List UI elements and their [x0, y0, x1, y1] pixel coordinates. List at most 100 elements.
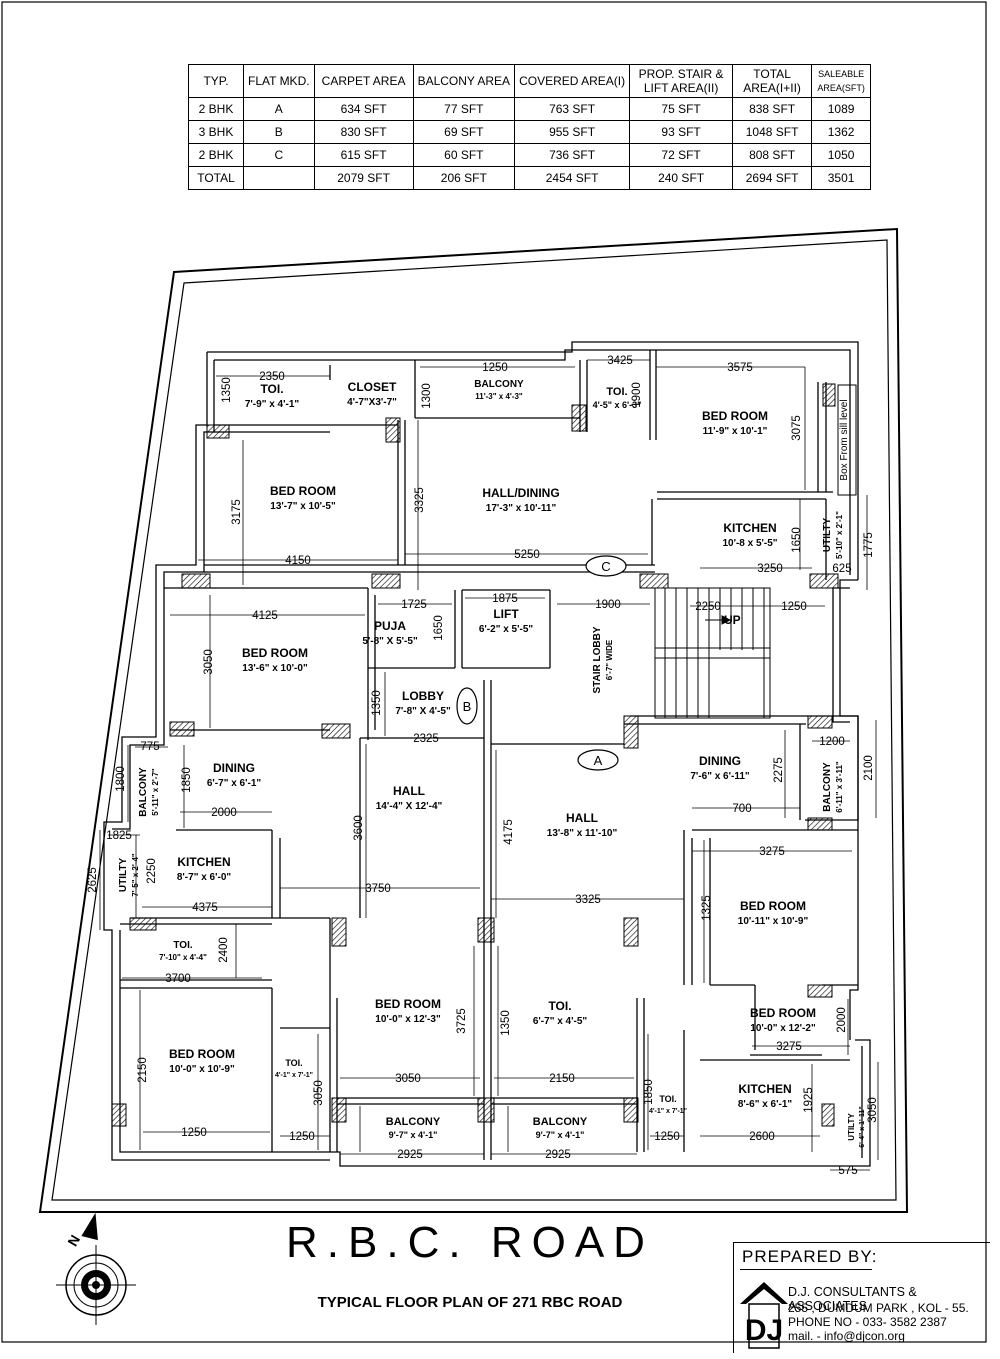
room-size: 4'-5" x 6'-3"	[593, 400, 642, 410]
header-balcony: BALCONY AREA	[412, 64, 516, 98]
room-size: 5'-11" x 2'-7"	[151, 768, 160, 816]
dimension-label: 2350	[259, 371, 285, 383]
room-size: 4'-1" x 7'-1"	[649, 1108, 687, 1115]
firm-address: 255 , DUMDUM PARK , KOL - 55.	[788, 1301, 969, 1315]
dimension-label: 3275	[776, 1041, 802, 1053]
dimension-label: 1250	[781, 601, 807, 613]
room-name: BED ROOM	[169, 1047, 235, 1061]
dimension-label: 2925	[545, 1149, 571, 1161]
room-name: HALL	[393, 784, 425, 798]
room-name: KITCHEN	[723, 521, 776, 535]
dimension-label: 3050	[313, 1080, 325, 1106]
table-cell: 955 SFT	[514, 120, 631, 144]
room-name: BED ROOM	[702, 409, 768, 423]
room-size: 7'-10" x 4'-4"	[159, 953, 207, 962]
room-size: 13'-7" x 10'-5"	[270, 501, 336, 512]
room-name: HALL/DINING	[482, 486, 559, 500]
dimension-label: 575	[838, 1165, 857, 1177]
header-covered: COVERED AREA(I)	[514, 64, 631, 98]
room-name: KITCHEN	[177, 855, 230, 869]
dimension-label: 2400	[218, 937, 230, 963]
dimension-label: 2325	[413, 733, 439, 745]
table-header-row: TYP. FLAT MKD. CARPET AREA BALCONY AREA …	[188, 64, 872, 98]
dimension-label: 2000	[211, 807, 237, 819]
compass-rose: N	[56, 1212, 136, 1325]
dimension-label: 3750	[365, 883, 391, 895]
room-name: BED ROOM	[270, 484, 336, 498]
dimension-lines	[99, 359, 879, 1171]
room-size: 8'-6" x 6'-1"	[738, 1099, 793, 1110]
dimension-label: 2275	[773, 757, 785, 783]
room-name: BED ROOM	[740, 899, 806, 913]
prepared-by-box: PREPARED BY: D.J. CONSULTANTS & ASSOCIAT…	[733, 1242, 990, 1353]
dimension-label: 4175	[503, 819, 515, 845]
dimension-label: 1825	[106, 830, 132, 842]
room-label: KITCHEN 8'-7" x 6'-0"	[177, 855, 232, 883]
logo-letters: DJ	[745, 1314, 783, 1347]
dimension-label: 2150	[549, 1073, 575, 1085]
room-name: CLOSET	[348, 380, 397, 394]
room-size: 9'-7" x 4'-1"	[389, 1130, 438, 1140]
table-cell: 77 SFT	[412, 97, 516, 121]
room-name: TOI.	[260, 382, 283, 396]
room-label: TOI. 4'-1" x 7'-1"	[275, 1058, 313, 1079]
room-label: BED ROOM 13'-7" x 10'-5"	[270, 484, 336, 512]
room-size: 9'-7" x 4'-1"	[536, 1130, 585, 1140]
dimension-label: 3425	[607, 355, 633, 367]
table-cell: TOTAL	[188, 166, 244, 190]
room-name: PUJA	[374, 619, 406, 633]
room-size: 6'-11" x 3'-11"	[835, 761, 844, 813]
dimension-label: 4375	[192, 902, 218, 914]
dimension-label: 775	[140, 741, 159, 753]
room-label: TOI.6'-7" x 4'-5"	[533, 999, 588, 1027]
room-name: TOI.	[548, 999, 571, 1013]
dimension-label: 1250	[181, 1127, 207, 1139]
dimension-label: 3050	[867, 1097, 879, 1123]
table-cell: 838 SFT	[732, 97, 813, 121]
area-statement-table: TYP. FLAT MKD. CARPET AREA BALCONY AREA …	[188, 64, 872, 190]
dimension-label: 3275	[759, 846, 785, 858]
dimension-label: 1900	[631, 382, 643, 408]
room-size: 4'-1" x 7'-1"	[275, 1072, 313, 1079]
stair-up-label: UP	[724, 613, 741, 627]
room-size: 10'-0" x 12'-3"	[375, 1014, 441, 1025]
dimension-label: 1300	[421, 383, 433, 409]
heading-underline	[740, 1269, 872, 1270]
dimension-label: 2600	[749, 1131, 775, 1143]
room-size: 14'-4" X 12'-4"	[376, 801, 443, 812]
dimension-label: 3700	[165, 973, 191, 985]
dimension-label: 1925	[803, 1087, 815, 1113]
dimension-label: 3600	[353, 815, 365, 841]
dimension-label: 2000	[836, 1007, 848, 1033]
dimension-label: 1250	[654, 1131, 680, 1143]
table-cell: 2079 SFT	[313, 166, 414, 190]
dimension-label: 2250	[695, 601, 721, 613]
room-size: 4'-7"X3'-7"	[347, 397, 397, 408]
room-size: 10'-11" x 10'-9"	[738, 916, 809, 927]
dimension-label: 1875	[492, 593, 518, 605]
room-size: 5'-10" x 2'-1"	[835, 511, 844, 559]
dimension-label: 5250	[514, 549, 540, 561]
room-name: UTILTY	[847, 1113, 856, 1141]
room-size: 6'-2" x 5'-5"	[479, 624, 534, 635]
dimension-label: 3725	[456, 1008, 468, 1034]
room-size: 7'-6" x 6'-11"	[690, 771, 750, 782]
room-size: 7'-9" x 4'-1"	[245, 399, 300, 410]
table-cell: 2694 SFT	[732, 166, 813, 190]
room-size: 8'-7" x 6'-0"	[177, 872, 232, 883]
room-name: TOI.	[285, 1058, 302, 1068]
room-size: 6'-4" x 1'-11"	[859, 1106, 866, 1148]
header-saleable: SALEABLE AREA(SFT)	[811, 64, 872, 98]
